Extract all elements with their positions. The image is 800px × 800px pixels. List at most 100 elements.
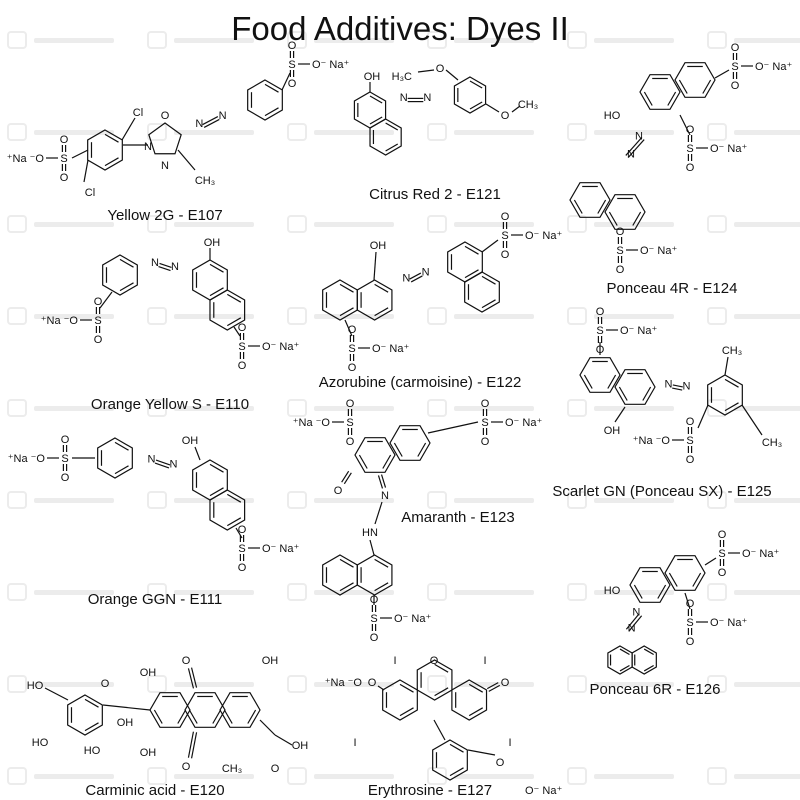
bond [633,584,643,599]
atom-label: O [348,362,357,374]
bond [657,584,667,599]
bond [44,687,69,701]
atom-label: N [400,92,408,104]
label-amaranth: Amaranth - E123 [401,509,515,526]
bond [84,698,99,708]
atom-label: O [94,296,103,308]
bond [203,118,220,128]
bond [724,356,729,376]
atom-label: HO [84,745,101,757]
atom-label: N [683,381,691,393]
bond [264,107,279,117]
bond [380,474,387,488]
bond [369,116,383,125]
ring [451,679,488,721]
bond [71,149,89,159]
bond [190,732,198,759]
bond [187,731,195,758]
atom-label: S [501,230,508,242]
atom-label: O [501,677,510,689]
bond [468,707,484,717]
bond [339,307,354,317]
bond [619,664,630,672]
bond [212,709,222,724]
bond [672,384,683,388]
bond [399,683,414,693]
atom-label: I [483,655,486,667]
bond [679,114,691,136]
atom-label: ⁺Na ⁻O [325,677,363,689]
watermark-logo [427,215,534,233]
bond [684,592,691,610]
bond [625,613,640,630]
atom-label: H₃C [392,71,412,83]
watermark-logo [427,583,534,601]
bond [159,262,172,269]
bond [410,275,423,283]
atom-label: OH [262,655,279,667]
ring [149,692,191,728]
atom-label: O⁻ Na⁺ [640,245,677,257]
watermark-logo [567,767,674,785]
bond [377,475,384,489]
bond [382,454,392,469]
atom-label: CH₃ [762,437,782,449]
ring [707,374,743,416]
bond [119,258,134,268]
ring [322,279,358,321]
ring [209,289,246,331]
atom-label: O [501,249,510,261]
watermark-logo [7,583,114,601]
atom-label: N [665,379,673,391]
bond [158,265,171,272]
atom-label: S [616,245,623,257]
watermark-logo [707,307,800,325]
bond [741,404,763,436]
bond [114,465,129,475]
ring [219,692,261,728]
ring [614,369,656,405]
atom-label: OH [182,435,199,447]
bond [433,719,446,741]
ring [192,459,228,501]
bond [114,441,129,451]
ring [416,659,453,701]
atom-label: S [596,325,603,337]
atom-label: CH₃ [222,763,242,775]
watermark-logo [287,491,394,509]
bond [597,199,607,214]
atom-label: O [430,655,439,667]
atom-label: O [686,124,695,136]
bond [486,682,499,690]
atom-label: O⁻ Na⁺ [312,59,349,71]
atom-label: N [170,458,178,470]
bond [449,767,464,777]
bond [377,685,385,691]
watermark-logo [567,675,674,693]
watermark-logo [147,31,254,49]
atom-label: OH [292,740,309,752]
bond [187,668,195,689]
watermark-logo [427,307,534,325]
ring [569,182,611,218]
watermark-logo [7,31,114,49]
ring [432,739,468,781]
atom-label: O⁻ Na⁺ [394,613,431,625]
bond [227,317,242,327]
atom-label: O⁻ Na⁺ [525,230,562,242]
watermark-logo [707,491,800,509]
ring [356,279,393,321]
atom-label: S [61,453,68,465]
atom-label: S [346,417,353,429]
bond [84,722,99,732]
atom-label: O [60,172,69,184]
atom-label: O [334,485,343,497]
bond [369,95,383,104]
bond [341,470,350,483]
bond [358,454,368,469]
atom-label: O [731,80,740,92]
atom-label: OH [140,667,157,679]
watermark-logo [287,307,394,325]
bond [488,684,501,692]
